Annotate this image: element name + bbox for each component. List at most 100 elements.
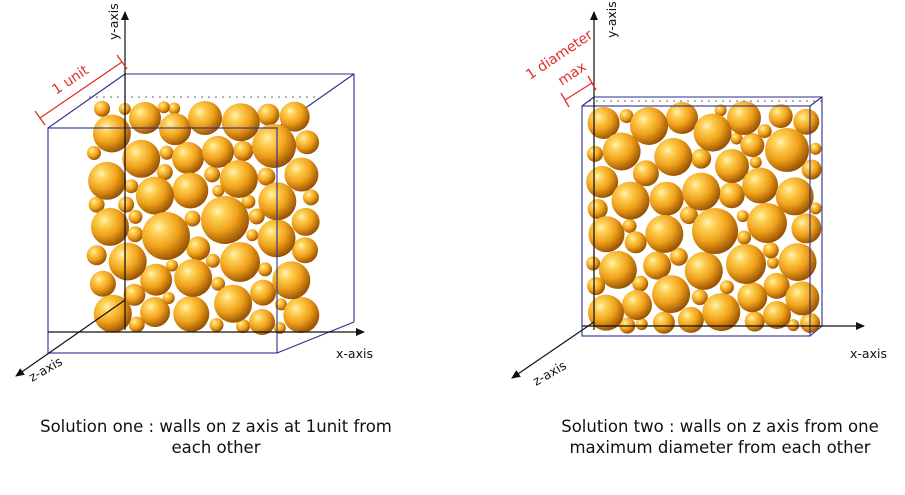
sphere	[124, 179, 139, 194]
sphere	[118, 196, 135, 213]
sphere	[775, 177, 814, 216]
sphere	[292, 237, 318, 264]
grid-dot	[131, 96, 133, 98]
grid-dot	[96, 96, 98, 98]
sphere	[89, 270, 116, 297]
sphere	[201, 196, 249, 244]
dimension-label: 1 unit	[49, 62, 92, 98]
grid-dot	[187, 96, 189, 98]
grid-dot	[806, 100, 808, 102]
sphere	[214, 284, 253, 323]
sphere	[679, 206, 698, 225]
grid-dot	[715, 100, 717, 102]
sphere	[162, 292, 175, 304]
grid-dot	[750, 100, 752, 102]
sphere	[742, 167, 779, 204]
grid-dot	[820, 100, 822, 102]
sphere	[740, 133, 765, 158]
sphere	[127, 226, 144, 243]
dimension-marker	[34, 54, 128, 126]
grid-dot	[659, 100, 661, 102]
grid-dot	[236, 96, 238, 98]
sphere	[587, 199, 608, 219]
sphere	[757, 124, 772, 139]
sphere	[602, 132, 641, 171]
sphere	[702, 293, 741, 332]
grid-dot	[166, 96, 168, 98]
solution-one-panel: 1 unit y-axis x-axis z-axis Solution one…	[0, 0, 452, 495]
sphere	[249, 309, 275, 335]
sphere	[730, 132, 743, 145]
sphere	[250, 279, 277, 306]
sphere	[747, 203, 787, 243]
grid-dot	[673, 100, 675, 102]
grid-dot	[596, 100, 598, 102]
sphere	[652, 275, 691, 314]
sphere	[257, 103, 280, 126]
grid-dot	[306, 96, 308, 98]
axes	[511, 11, 865, 379]
sphere	[188, 101, 222, 135]
sphere	[737, 282, 768, 313]
grid-dot	[589, 100, 591, 102]
grid-dot	[652, 100, 654, 102]
grid-dot	[701, 100, 703, 102]
sphere	[236, 319, 250, 334]
sphere	[87, 146, 101, 160]
grid-dot	[208, 96, 210, 98]
sphere	[619, 109, 634, 124]
sphere	[284, 157, 319, 192]
grid-dot	[757, 100, 759, 102]
sphere	[693, 113, 732, 152]
sphere	[587, 107, 620, 139]
sphere	[682, 172, 721, 211]
sphere	[588, 216, 625, 253]
grid-dot	[117, 96, 119, 98]
sphere	[645, 214, 684, 253]
sphere	[140, 263, 173, 296]
sphere	[135, 176, 174, 215]
sphere	[156, 164, 173, 181]
sphere	[212, 184, 225, 197]
sphere	[140, 297, 170, 327]
sphere	[762, 242, 779, 259]
sphere	[168, 102, 181, 115]
sphere	[587, 277, 606, 296]
sphere	[715, 149, 749, 183]
sphere	[632, 275, 649, 292]
x-axis-label: x-axis	[336, 346, 373, 361]
sphere	[272, 261, 311, 300]
sphere	[209, 318, 224, 332]
sphere	[622, 290, 652, 320]
sphere	[205, 253, 220, 268]
sphere	[221, 103, 260, 142]
sphere	[220, 242, 260, 282]
solution-two-diagram: 1 diameter max y-axis x-axis z-axis	[511, 1, 887, 389]
sphere	[677, 306, 704, 333]
sphere	[233, 141, 254, 161]
solution-two-caption: Solution two : walls on z axis from one …	[561, 417, 879, 457]
sphere	[248, 208, 265, 225]
grid-dot	[764, 100, 766, 102]
sphere	[736, 210, 749, 223]
grid-dot	[103, 96, 105, 98]
z-axis-label: z-axis	[26, 354, 65, 385]
sphere	[257, 167, 276, 186]
sphere	[692, 208, 738, 254]
sphere	[159, 145, 174, 160]
sphere	[809, 142, 822, 155]
sphere	[719, 280, 734, 295]
grid-dot	[152, 96, 154, 98]
sphere	[632, 160, 659, 187]
grid-dot	[771, 100, 773, 102]
sphere	[258, 262, 273, 277]
sphere	[643, 251, 672, 280]
grid-dot	[292, 96, 294, 98]
sphere	[291, 207, 320, 236]
sphere	[801, 159, 822, 180]
grid-dot	[145, 96, 147, 98]
sphere	[184, 210, 201, 227]
sphere	[669, 247, 688, 266]
sphere	[93, 294, 132, 333]
grid-dot	[257, 96, 259, 98]
